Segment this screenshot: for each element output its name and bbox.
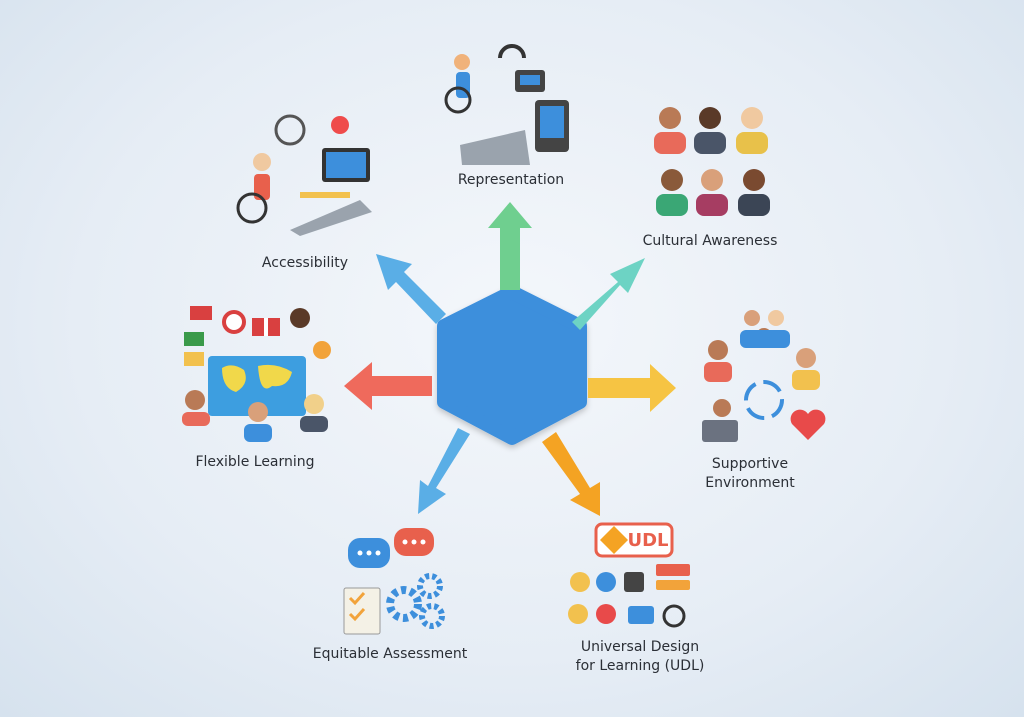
label-line-1: Supportive (711, 456, 789, 472)
supportive-environment-icons (702, 310, 826, 442)
arrow-flexible-learning (344, 362, 432, 410)
udl-icons (568, 522, 690, 628)
label-line-2: for Learning (UDL) (575, 658, 705, 674)
arrow-cultural-awareness (572, 258, 645, 330)
label-flexible-learning: Flexible Learning (195, 454, 315, 470)
label-line-2: Environment (705, 475, 795, 491)
arrow-representation (488, 202, 532, 290)
arrow-equitable-assessment (418, 428, 470, 514)
udl-badge: UDL (627, 530, 669, 551)
flexible-learning-icons (182, 306, 331, 442)
arrow-accessibility (376, 254, 446, 324)
label-representation: Representation (457, 172, 565, 188)
arrow-udl (542, 432, 600, 516)
label-line-1: Universal Design (580, 639, 700, 655)
cultural-awareness-icons (654, 107, 770, 216)
label-equitable-assessment: Equitable Assessment (312, 646, 468, 662)
label-cultural-awareness: Cultural Awareness (642, 233, 778, 249)
accessibility-icons (236, 114, 372, 236)
equitable-assessment-icons (343, 528, 445, 635)
arrow-supportive-environment (588, 364, 676, 412)
center-hexagon (437, 285, 587, 445)
label-supportive-environment: Supportive Environment (690, 455, 810, 493)
representation-icons (444, 44, 569, 165)
label-udl: Universal Design for Learning (UDL) (555, 638, 725, 676)
label-accessibility: Accessibility (261, 255, 349, 271)
